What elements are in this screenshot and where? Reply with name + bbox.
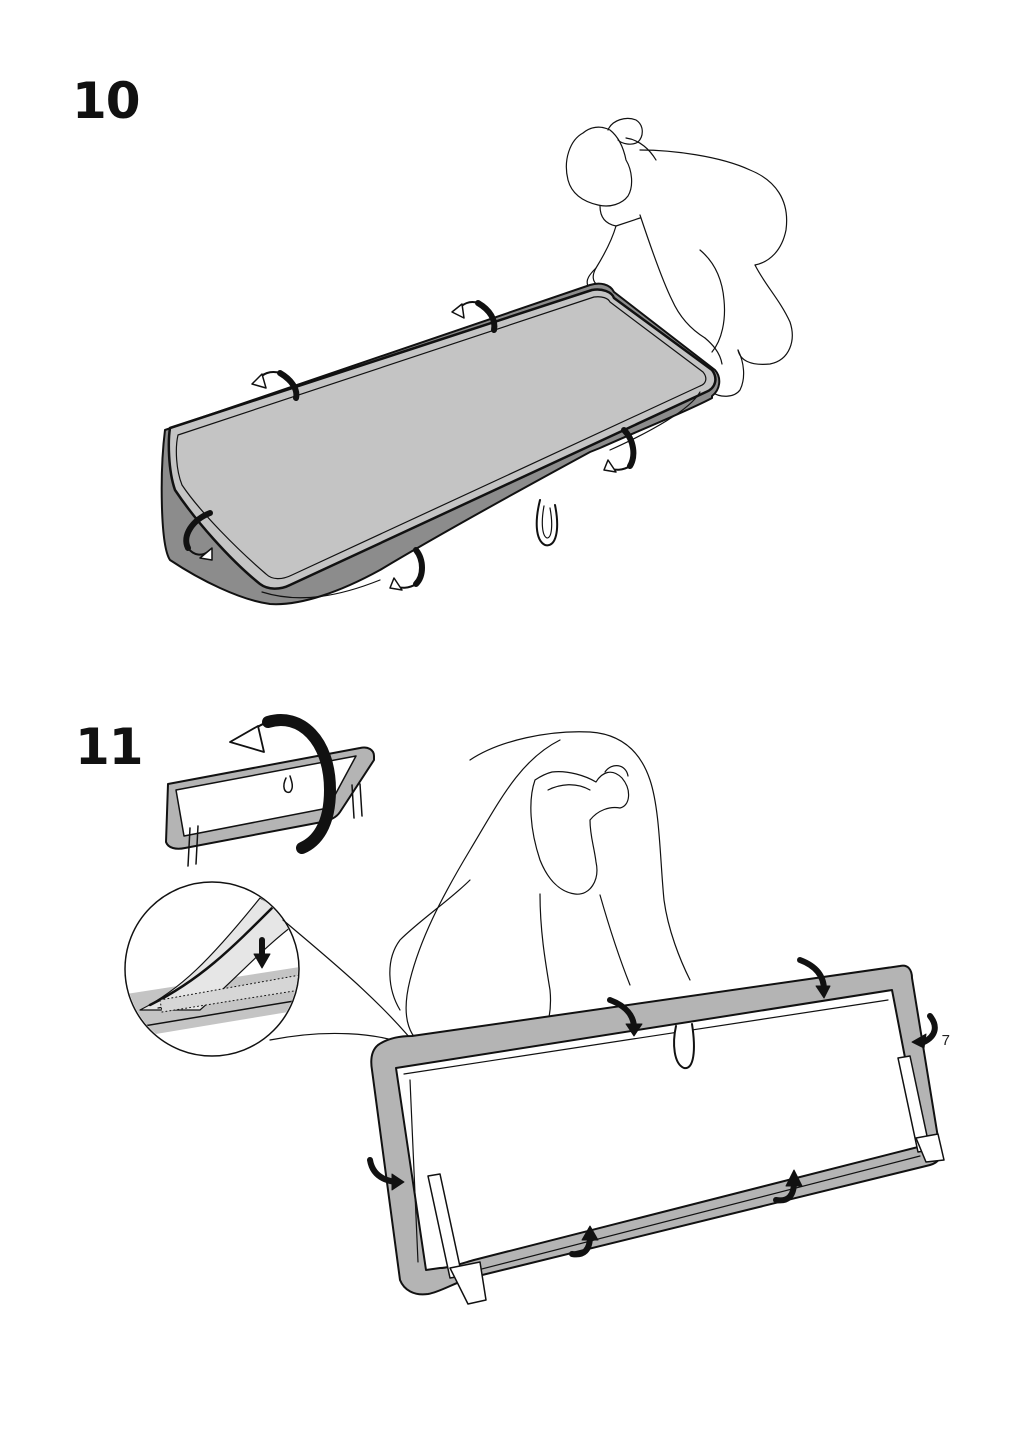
curved-arrow-icon	[911, 1033, 927, 1049]
frame-handle-loop	[673, 1023, 695, 1070]
step-10-illustration	[160, 117, 793, 606]
curved-arrow-icon	[413, 547, 425, 587]
backrest-preview	[165, 746, 375, 867]
curved-arrow-icon	[625, 1023, 643, 1037]
curved-arrow-icon	[581, 1225, 599, 1241]
curved-arrow-icon	[451, 303, 465, 319]
curved-arrow-icon	[921, 1013, 938, 1045]
cushion-handle-loop	[535, 499, 559, 547]
page-number: 7	[941, 1032, 950, 1049]
curved-arrow-icon	[277, 370, 300, 401]
curved-arrow-icon	[389, 577, 403, 591]
curved-arrow-icon	[199, 547, 213, 561]
step-number-11: 11	[75, 718, 144, 776]
curved-arrow-icon	[603, 459, 617, 473]
person-kneeling	[565, 117, 793, 397]
curved-arrow-icon	[815, 985, 831, 999]
step-number-10: 10	[72, 72, 141, 130]
curved-arrow-icon	[229, 714, 336, 854]
step-11-illustration	[124, 714, 945, 1305]
curved-arrow-icon	[621, 427, 637, 469]
cushion-10	[160, 282, 721, 606]
backrest-frame	[370, 964, 942, 1296]
magnifier-circle-icon	[124, 881, 421, 1057]
curved-arrow-icon	[785, 1169, 803, 1187]
curved-arrow-icon	[183, 510, 213, 551]
curved-arrow-icon	[251, 373, 267, 389]
curved-arrow-icon	[391, 1173, 405, 1191]
frame-bracket	[427, 1055, 945, 1305]
